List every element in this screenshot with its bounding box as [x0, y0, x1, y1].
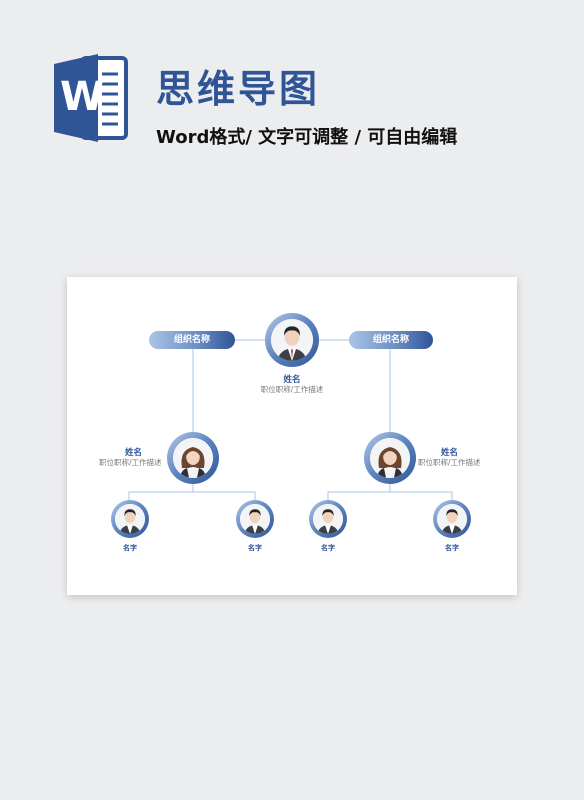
leaf-name-4: 名字 [445, 544, 459, 552]
leaf-avatar-2 [236, 500, 274, 538]
man-avatar-icon [313, 504, 343, 534]
mid-left-desc: 职位职称/工作描述 [99, 458, 162, 467]
man-avatar-icon [437, 504, 467, 534]
mid-left-name: 姓名 [125, 448, 143, 458]
top-person-name: 姓名 [283, 375, 301, 385]
word-logo-icon: W [52, 52, 130, 144]
man-avatar-icon [115, 504, 145, 534]
man-avatar-icon [271, 319, 313, 361]
leaf-name-3: 名字 [321, 544, 335, 552]
leaf-name-1: 名字 [123, 544, 137, 552]
woman-avatar-icon [173, 438, 213, 478]
leaf-avatar-1 [111, 500, 149, 538]
mid-right-name: 姓名 [441, 448, 459, 458]
page-subtitle: Word格式/ 文字可调整 / 可自由编辑 [156, 127, 458, 148]
org-label-left: 组织名称 [149, 331, 235, 349]
org-label-right: 组织名称 [349, 331, 433, 349]
leaf-avatar-3 [309, 500, 347, 538]
mid-right-desc: 职位职称/工作描述 [418, 458, 481, 467]
leaf-avatar-4 [433, 500, 471, 538]
leaf-name-2: 名字 [248, 544, 262, 552]
top-person-desc: 职位职称/工作描述 [260, 385, 324, 394]
woman-avatar-icon [370, 438, 410, 478]
top-avatar [265, 313, 319, 367]
mid-avatar-left [167, 432, 219, 484]
word-logo-letter: W [60, 74, 105, 120]
man-avatar-icon [240, 504, 270, 534]
mid-avatar-right [364, 432, 416, 484]
page-title: 思维导图 [156, 67, 321, 111]
org-chart-card: 组织名称 组织名称 姓名 职位职称/工作描述 [67, 277, 517, 595]
